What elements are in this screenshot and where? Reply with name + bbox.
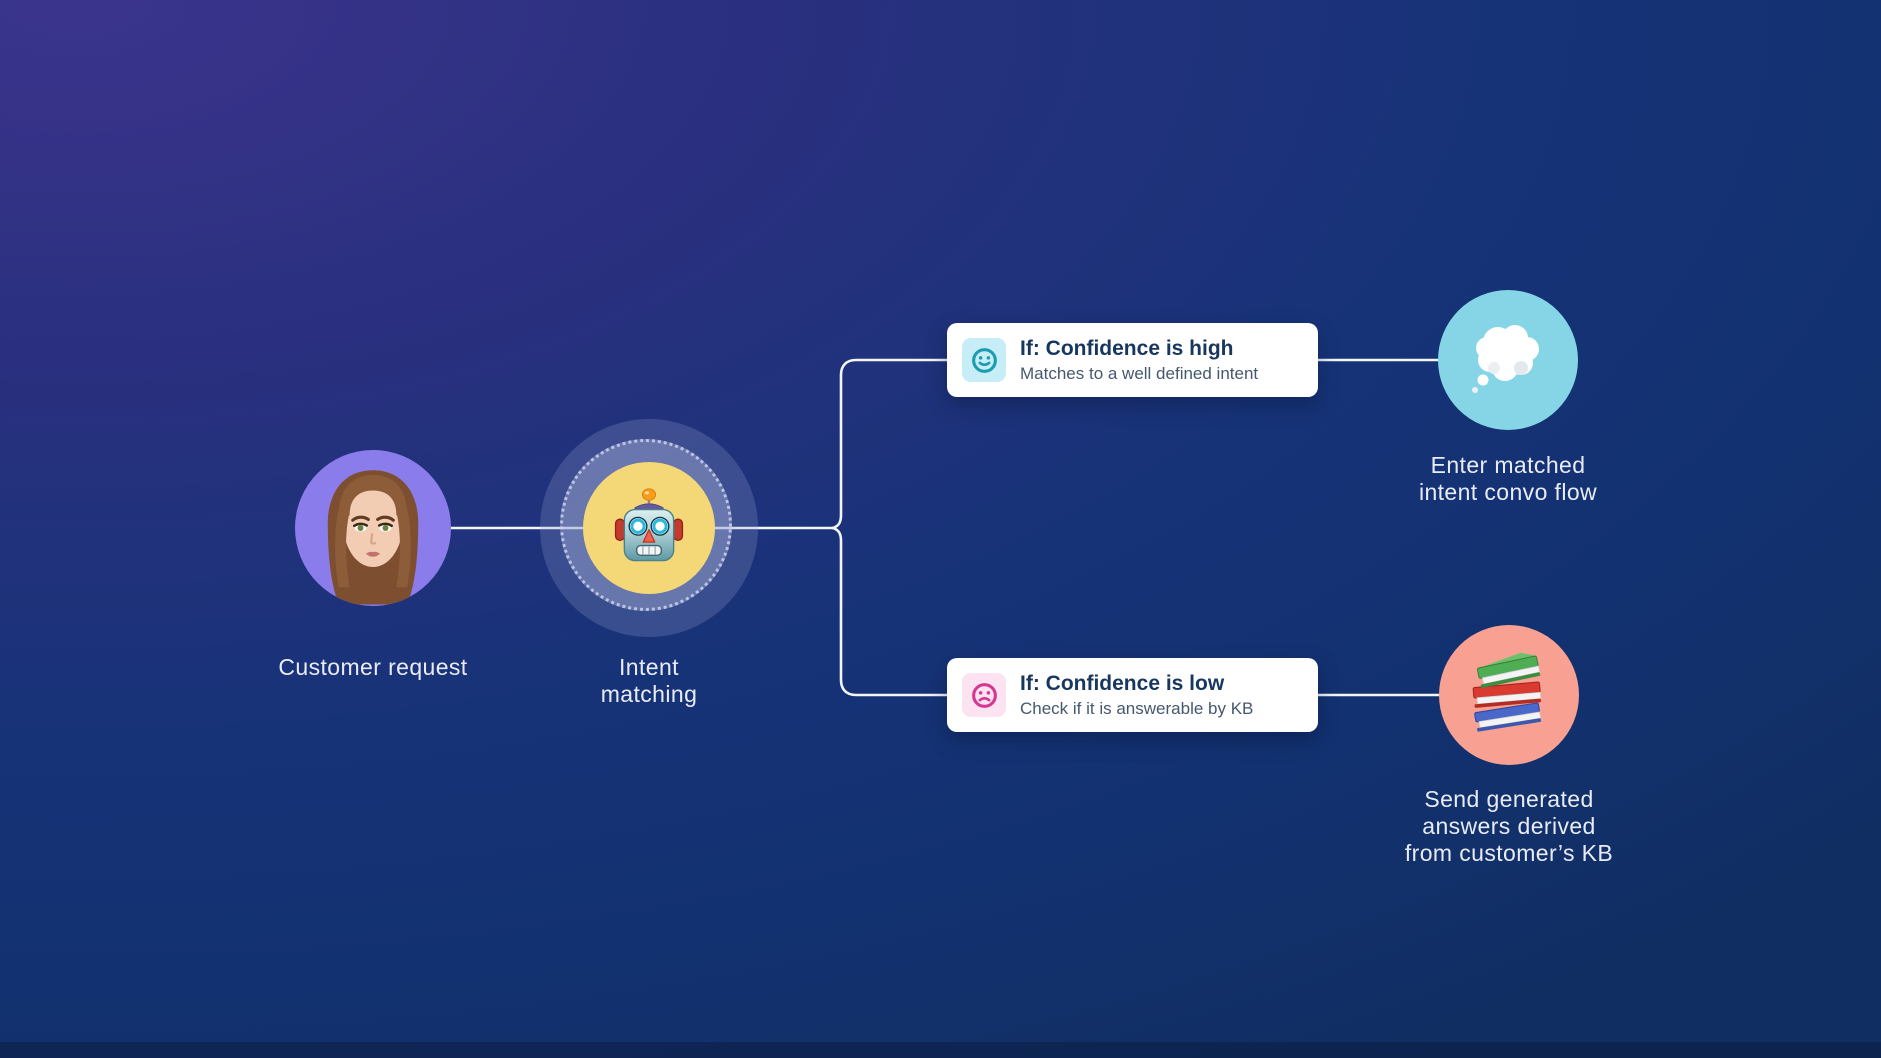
bottom-edge-shade [0,1042,1881,1058]
intent-matching-label: Intent matching [600,654,698,707]
intent-matching-node[interactable] [540,419,758,637]
customer-request-label: Customer request [278,654,468,680]
confidence-high-title: If: Confidence is high [1020,337,1234,360]
intent-node-circle [583,462,715,594]
smile-icon [962,338,1006,382]
frown-icon [962,673,1006,717]
thought-cloud-icon [1472,325,1539,393]
confidence-low-text: If: Confidence is low Check if it is ans… [1020,671,1253,719]
confidence-low-card[interactable]: If: Confidence is low Check if it is ans… [947,658,1318,732]
confidence-high-card[interactable]: If: Confidence is high Matches to a well… [947,323,1318,397]
robot-icon [614,488,684,562]
confidence-low-title: If: Confidence is low [1020,672,1225,695]
books-icon [1472,652,1542,732]
connector-branch-high [831,358,949,530]
kb-answers-node[interactable] [1439,625,1579,765]
customer-request-node[interactable] [295,450,451,606]
matched-intent-label: Enter matched intent convo flow [1418,452,1598,505]
kb-answers-label: Send generated answers derived from cust… [1404,786,1614,866]
confidence-low-subtitle: Check if it is answerable by KB [1020,699,1254,718]
confidence-high-text: If: Confidence is high Matches to a well… [1020,336,1258,384]
matched-intent-node[interactable] [1438,290,1578,430]
woman-avatar-icon [327,470,419,605]
connector-branch-low [831,526,949,697]
confidence-high-subtitle: Matches to a well defined intent [1020,364,1259,383]
